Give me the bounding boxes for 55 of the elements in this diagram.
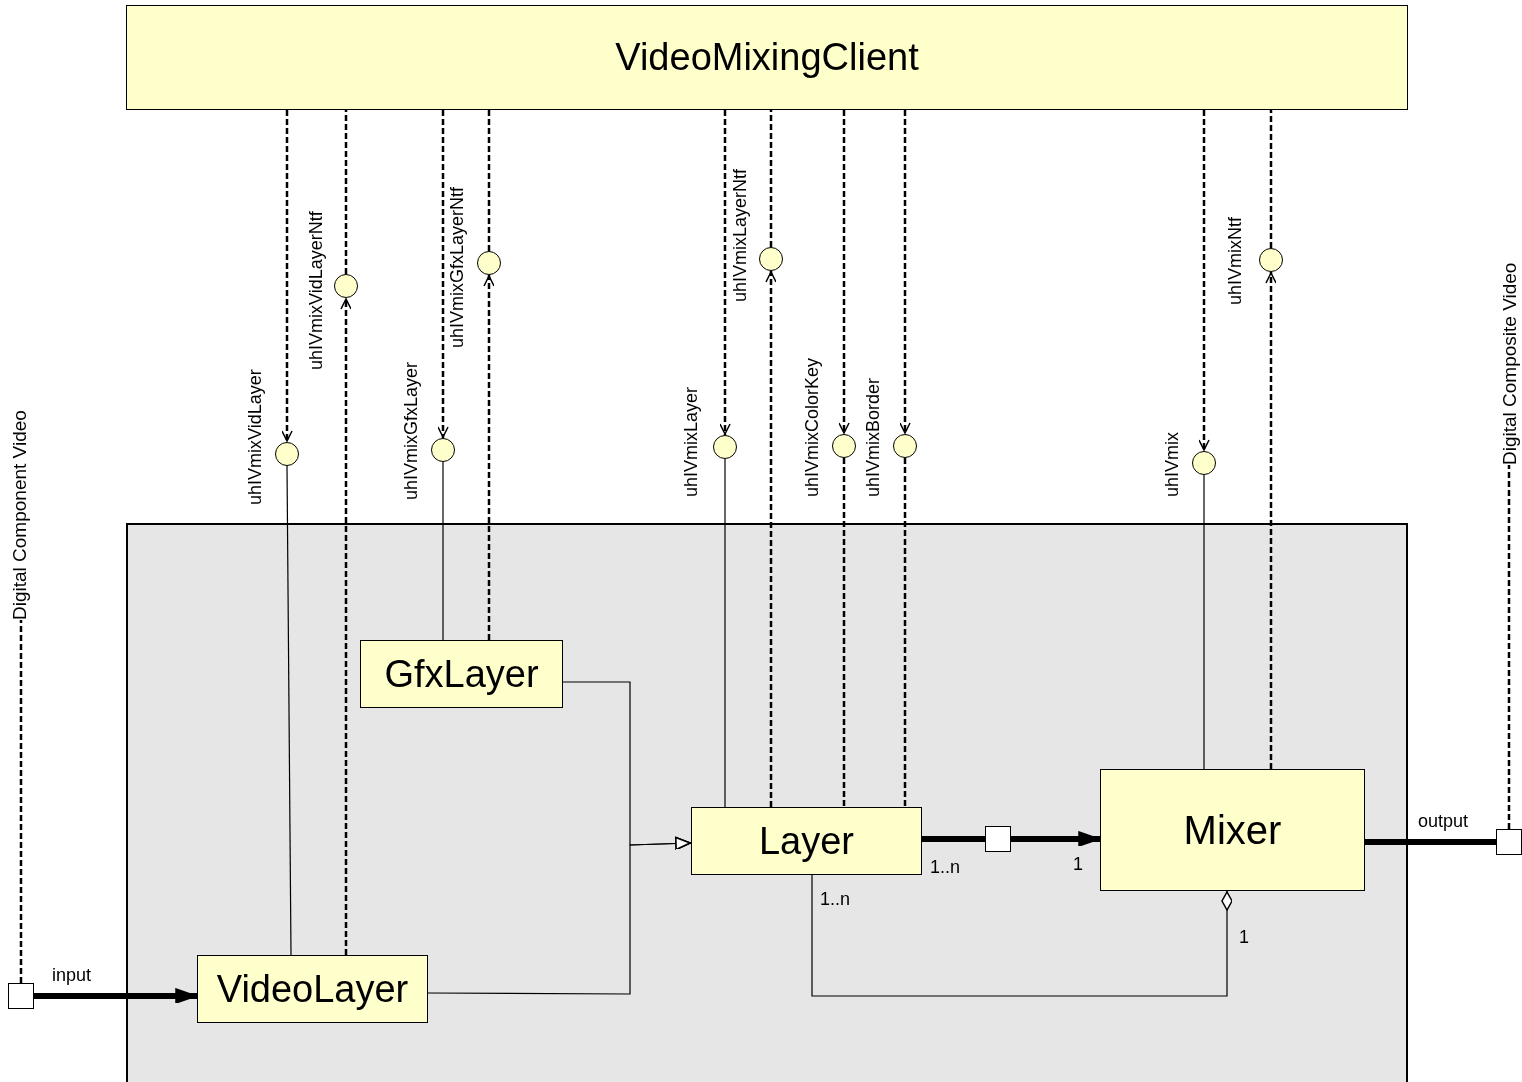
dependency-arrow bbox=[838, 110, 850, 434]
multiplicity-label: 1 bbox=[1072, 855, 1084, 873]
component-box: VideoLayer bbox=[197, 955, 428, 1023]
multiplicity-label: 1..n bbox=[929, 858, 962, 876]
dependency-arrow bbox=[1198, 110, 1210, 451]
arrow bbox=[427, 836, 692, 995]
dependency-arrow bbox=[719, 110, 731, 435]
component-box: VideoMixingClient bbox=[126, 5, 1408, 110]
component-box: Layer bbox=[691, 807, 922, 875]
component-box: Mixer bbox=[1100, 769, 1365, 891]
port-square bbox=[985, 826, 1011, 852]
dashed-line bbox=[19, 620, 23, 983]
interface-label: uhIVmixVidLayer bbox=[246, 369, 264, 505]
interface-label: uhIVmixGfxLayer bbox=[402, 361, 420, 500]
dashed-line bbox=[487, 110, 491, 251]
dependency-arrow bbox=[483, 275, 495, 640]
port-label: Digital Component Video bbox=[10, 410, 29, 620]
arrow bbox=[1011, 831, 1100, 847]
port-square bbox=[8, 983, 34, 1009]
connector-line bbox=[724, 458, 726, 808]
connector-line bbox=[1203, 474, 1205, 770]
multiplicity-label: 1..n bbox=[819, 890, 852, 908]
interface-label: uhIVmixGfxLayerNtf bbox=[448, 186, 466, 348]
edge-label: output bbox=[1416, 812, 1471, 830]
dashed-line bbox=[1269, 110, 1273, 248]
connector-line bbox=[922, 836, 985, 842]
dashed-line bbox=[842, 458, 846, 807]
dependency-arrow bbox=[1265, 272, 1277, 769]
dependency-arrow bbox=[765, 271, 777, 807]
port-label: Digital Composite Video bbox=[1500, 262, 1519, 465]
connector-line bbox=[1365, 839, 1496, 845]
interface-label: uhIVmixLayer bbox=[682, 386, 700, 497]
dependency-arrow bbox=[340, 298, 352, 955]
dashed-line bbox=[1507, 465, 1511, 829]
dependency-arrow bbox=[281, 110, 293, 442]
port-square bbox=[1496, 829, 1522, 855]
interface-label: uhIVmixLayerNtf bbox=[731, 168, 749, 302]
connector-line bbox=[442, 461, 444, 641]
dashed-line bbox=[344, 110, 348, 274]
component-box: GfxLayer bbox=[360, 640, 563, 708]
interface-label: uhIVmixVidLayerNtf bbox=[307, 211, 325, 370]
multiplicity-label: 1 bbox=[1238, 928, 1250, 946]
interface-label: uhIVmixColorKey bbox=[803, 357, 821, 497]
interface-label: uhIVmixBorder bbox=[864, 377, 882, 497]
aggregation-line bbox=[811, 874, 1233, 997]
dependency-arrow bbox=[899, 110, 911, 434]
interface-label: uhIVmixNtf bbox=[1226, 216, 1244, 305]
interface-label: uhIVmix bbox=[1163, 431, 1181, 497]
arrow bbox=[34, 988, 197, 1004]
dashed-line bbox=[769, 110, 773, 247]
dashed-line bbox=[903, 458, 907, 807]
edge-label: input bbox=[50, 966, 94, 984]
dependency-arrow bbox=[437, 110, 449, 438]
connector-line bbox=[286, 465, 292, 956]
subsystem-frame bbox=[126, 523, 1408, 1082]
